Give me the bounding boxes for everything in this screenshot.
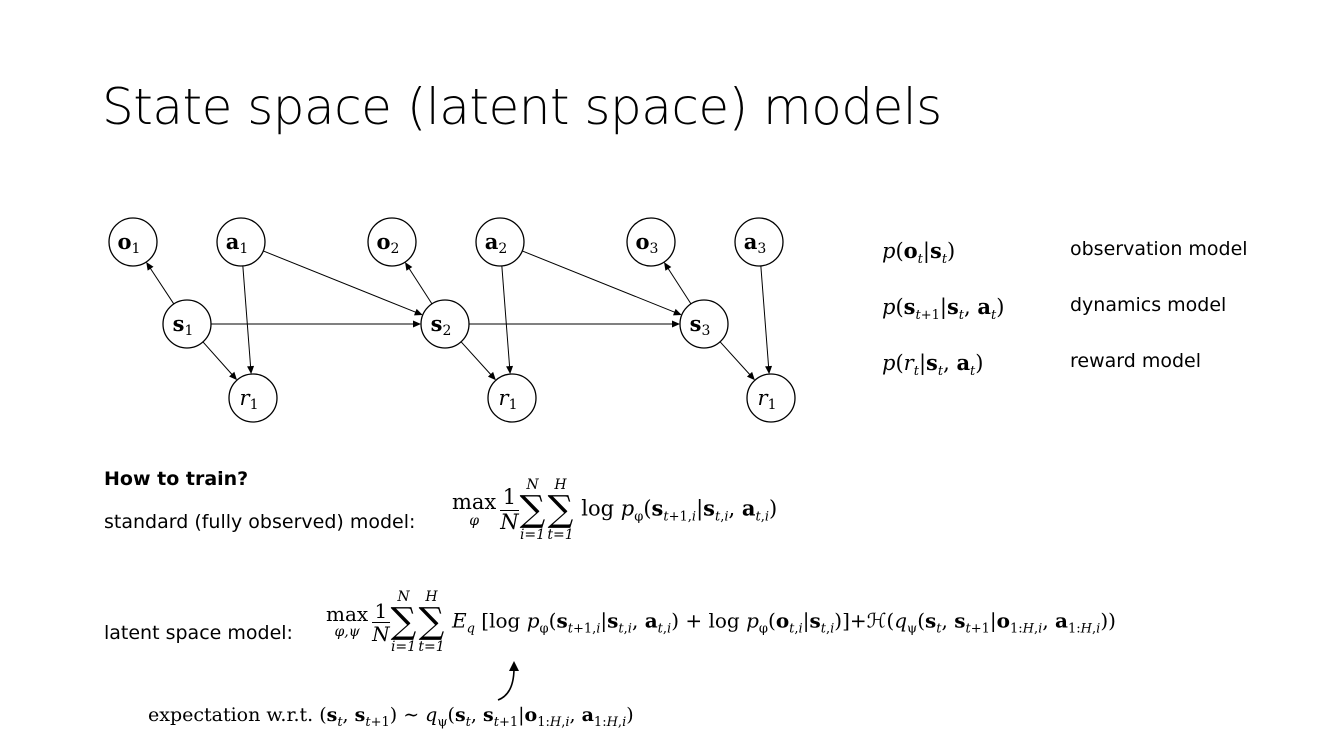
- edge-a1-r1a: [242, 265, 252, 368]
- arrowhead-a2-r1b: [506, 365, 514, 375]
- node-circle: [487, 373, 537, 423]
- arrowhead-s3-o3: [664, 262, 672, 271]
- expectation-text: expectation w.r.t.: [148, 704, 314, 726]
- node-circle: [475, 217, 525, 267]
- node-circle: [228, 373, 278, 423]
- expectation-arrow: [497, 661, 519, 701]
- edge-s1-r1a: [202, 341, 233, 376]
- expectation-note: expectation w.r.t. (st, st+1) ∼ qψ(st, s…: [148, 704, 634, 730]
- arrowhead-a1-r1a: [247, 365, 255, 375]
- arrowhead-s1-o1: [146, 262, 154, 271]
- node-r1c: r1: [746, 373, 796, 423]
- edge-a3-r1c: [760, 265, 770, 368]
- node-circle: [367, 217, 417, 267]
- node-a2: a2: [475, 217, 525, 267]
- arrowhead-a3-r1c: [765, 365, 773, 375]
- node-o3: o3: [626, 217, 676, 267]
- node-o2: o2: [367, 217, 417, 267]
- dynamics-model-label: dynamics model: [1070, 294, 1227, 316]
- arrowhead-a2-s3: [673, 308, 682, 316]
- observation-model-equation: p(ot|st): [882, 238, 956, 268]
- node-r1b: r1: [487, 373, 537, 423]
- edge-s2-o2: [408, 267, 433, 305]
- how-to-train-heading: How to train?: [104, 468, 249, 490]
- node-circle: [734, 217, 784, 267]
- node-circle: [162, 299, 212, 349]
- arrowhead-s2-r1b: [487, 371, 496, 381]
- node-circle: [679, 299, 729, 349]
- edge-s2-r1b: [460, 341, 492, 376]
- graph-edges: [146, 250, 773, 381]
- edge-a2-s3: [522, 250, 676, 313]
- arrowhead-s2-o2: [405, 262, 413, 271]
- arrowhead-a1-s2: [414, 308, 423, 316]
- edge-s3-o3: [667, 267, 692, 305]
- reward-model-equation: p(rt|st, at): [882, 350, 984, 380]
- node-r1a: r1: [228, 373, 278, 423]
- node-s1: s1: [162, 299, 212, 349]
- dynamics-model-equation: p(st+1|st, at): [882, 294, 1005, 324]
- edge-s1-o1: [149, 267, 175, 305]
- edge-s3-r1c: [719, 341, 751, 376]
- node-s2: s2: [420, 299, 470, 349]
- observation-model-label: observation model: [1070, 238, 1248, 260]
- slide-title: State space (latent space) models: [102, 78, 942, 136]
- node-s3: s3: [679, 299, 729, 349]
- node-circle: [420, 299, 470, 349]
- arrowhead-s3-r1c: [746, 371, 755, 381]
- node-a3: a3: [734, 217, 784, 267]
- node-circle: [746, 373, 796, 423]
- node-circle: [626, 217, 676, 267]
- node-o1: o1: [108, 217, 158, 267]
- node-circle: [216, 217, 266, 267]
- arrowhead-s1-s2: [413, 320, 421, 328]
- edge-a1-s2: [263, 250, 417, 313]
- latent-model-label: latent space model:: [104, 622, 293, 644]
- node-circle: [108, 217, 158, 267]
- edge-a2-r1b: [501, 265, 511, 368]
- arrowhead-s1-r1a: [229, 371, 238, 381]
- arrowhead-s2-s3: [672, 320, 680, 328]
- standard-model-label: standard (fully observed) model:: [104, 511, 416, 533]
- node-a1: a1: [216, 217, 266, 267]
- reward-model-label: reward model: [1070, 350, 1202, 372]
